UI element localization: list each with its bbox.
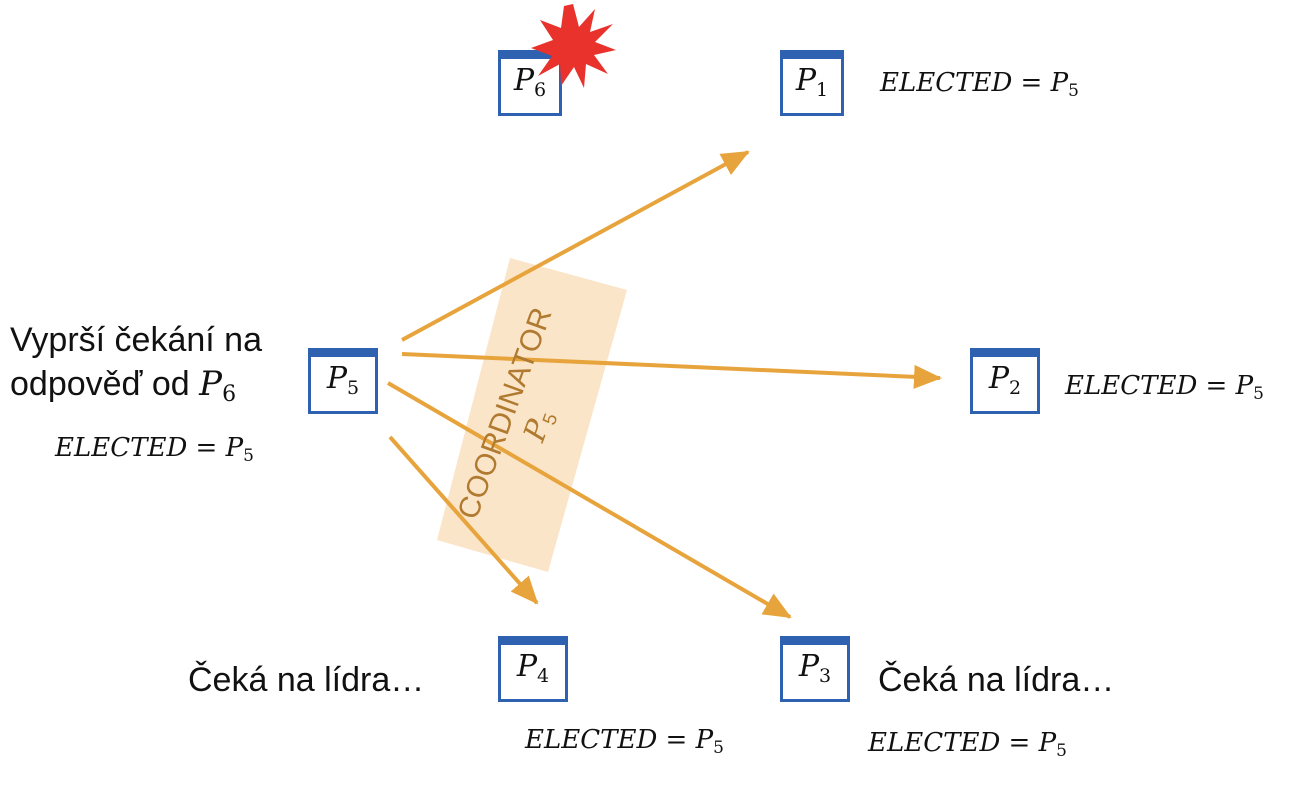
process-p1: P1 <box>780 50 844 116</box>
p3-waiting-text: Čeká na lídra… <box>878 661 1115 699</box>
p4-waiting-text: Čeká na lídra… <box>188 661 425 699</box>
crash-burst-icon <box>531 4 616 88</box>
process-p3: P3 <box>780 636 850 702</box>
process-p6-label: P6 <box>513 63 547 101</box>
process-p4: P4 <box>498 636 568 702</box>
arrow-p5-to-p1 <box>401 150 750 342</box>
process-p6: P6 <box>498 50 562 116</box>
arrow-p5-to-p4 <box>388 435 539 605</box>
process-p4-label: P4 <box>516 649 550 687</box>
process-p2: P2 <box>970 348 1040 414</box>
elected-p4: ELECTED = P5 <box>525 725 724 758</box>
p5-timeout-note: Vyprší čekání na odpověď od P6 <box>10 318 262 410</box>
p5-note-line1: Vyprší čekání na <box>10 321 262 359</box>
process-p5-label: P5 <box>326 361 360 399</box>
elected-p2: ELECTED = P5 <box>1065 371 1264 404</box>
process-p5: P5 <box>308 348 378 414</box>
elected-p3: ELECTED = P5 <box>868 728 1067 761</box>
arrow-p5-to-p2 <box>401 352 942 389</box>
coordinator-message-background <box>437 258 627 572</box>
elected-p5: ELECTED = P5 <box>55 433 254 466</box>
process-p2-label: P2 <box>988 361 1022 399</box>
process-p3-label: P3 <box>798 649 832 687</box>
elected-p1: ELECTED = P5 <box>880 68 1079 101</box>
process-p1-label: P1 <box>795 63 829 101</box>
p5-note-line2: odpověď od P6 <box>10 364 237 408</box>
arrow-p5-to-p3 <box>386 381 792 619</box>
